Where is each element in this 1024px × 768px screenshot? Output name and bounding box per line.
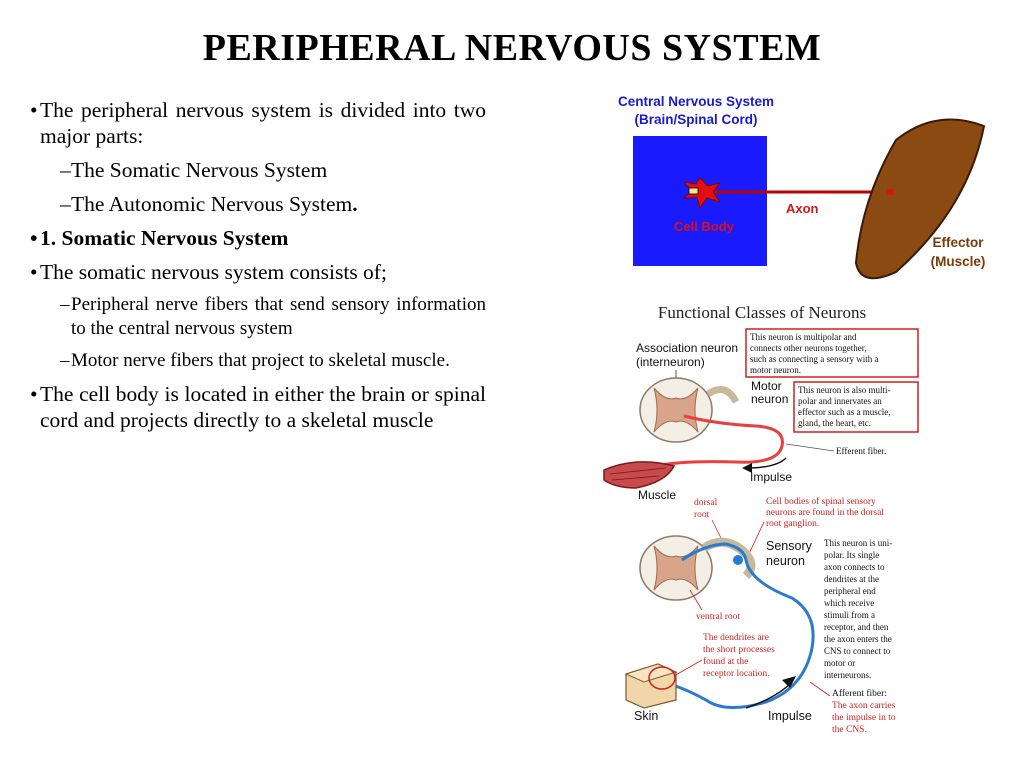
motor-label-line2: neuron (751, 392, 788, 406)
cns-effector-diagram: Central Nervous System (Brain/Spinal Cor… (618, 94, 986, 280)
efferent-label: Efferent fiber. (836, 446, 886, 456)
cell-bodies-l2: neurons are found in the dorsal (766, 507, 884, 518)
bullet-somatic-heading: 1. Somatic Nervous System (30, 225, 486, 251)
impulse-bottom-label: Impulse (768, 709, 812, 723)
box-motor-l1: This neuron is also multi- (798, 385, 891, 395)
cns-label-line1: Central Nervous System (618, 94, 774, 109)
dendrites-pointer (673, 659, 703, 677)
ventral-label: ventral root (696, 612, 740, 622)
impulse-top-label: Impulse (750, 470, 792, 484)
afferent-desc-l1: The axon carries (832, 701, 896, 711)
dorsal-label-line2: root (694, 510, 710, 520)
box-interneuron-l4: motor neuron. (750, 365, 801, 375)
bullet-pns-parts: The peripheral nervous system is divided… (30, 97, 486, 149)
unipolar-l3: axon connects to (824, 562, 885, 572)
cns-label-line2: (Brain/Spinal Cord) (634, 112, 757, 127)
dorsal-label-line1: dorsal (694, 498, 718, 508)
cell-body-star (682, 177, 722, 210)
dendrites-l3: found at the (703, 656, 748, 667)
skin-label: Skin (634, 709, 658, 723)
afferent-desc-l2: the impulse in to (832, 713, 896, 723)
grey-matter-top (653, 387, 699, 433)
unipolar-l9: the axon enters the (824, 634, 892, 644)
unipolar-l2: polar. Its single (824, 550, 879, 560)
motor-label-line1: Motor (751, 379, 782, 393)
dendrites-l2: the short processes (703, 645, 775, 655)
unipolar-l1: This neuron is uni- (824, 538, 892, 548)
unipolar-l8: receptor, and then (824, 622, 889, 632)
efferent-fiber (645, 414, 784, 470)
sensory-cell-body (733, 555, 743, 565)
cell-bodies-l1: Cell bodies of spinal sensory (766, 496, 876, 507)
muscle-label: Muscle (638, 488, 676, 502)
ventral-pointer (689, 589, 703, 611)
unipolar-l4: dendrites at the (824, 574, 879, 584)
association-label-line1: Association neuron (636, 341, 738, 355)
box-motor-l4: gland, the heart, etc. (798, 418, 871, 428)
autonomic-text: The Autonomic Nervous System (71, 192, 353, 216)
unipolar-l7: stimuli from a (824, 610, 875, 620)
cell-bodies-l3: root ganglion. (766, 519, 819, 529)
muscle-stripe-2 (611, 475, 661, 481)
box-interneuron-l2: connects other neurons together, (750, 343, 867, 353)
autonomic-period: . (352, 192, 358, 216)
bullet-list: The peripheral nervous system is divided… (30, 97, 486, 441)
effector-label-line2: (Muscle) (931, 254, 986, 269)
effector-label-line1: Effector (932, 235, 984, 250)
nucleus (688, 187, 699, 195)
bullet-cell-body: The cell body is located in either the b… (30, 381, 486, 433)
box-motor-l3: effector such as a muscle, (798, 407, 891, 417)
impulse-arrowhead-top (742, 463, 752, 473)
sub-bullet-sensory-fibers: Peripheral nerve fibers that send sensor… (60, 293, 486, 341)
sub-bullet-somatic: The Somatic Nervous System (60, 157, 486, 183)
unipolar-l5: peripheral end (824, 586, 876, 596)
sub-bullet-autonomic: The Autonomic Nervous System. (60, 191, 486, 217)
association-label-line2: (interneuron) (636, 355, 705, 369)
unipolar-l10: CNS to connect to (824, 646, 891, 656)
slide-title: PERIPHERAL NERVOUS SYSTEM (202, 27, 822, 69)
box-motor-l2: polar and innervates an (798, 396, 882, 406)
box-motor (793, 381, 919, 433)
box-interneuron-l3: such as connecting a sensory with a (750, 354, 878, 364)
afferent-label: Afferent fiber: (832, 688, 887, 699)
neuron-classes-diagram: Functional Classes of Neurons Associatio… (603, 303, 919, 735)
box-interneuron (745, 328, 919, 378)
sub-bullet-motor-fibers: Motor nerve fibers that project to skele… (60, 349, 486, 373)
muscle-shape (603, 461, 676, 489)
effector-muscle (854, 118, 986, 280)
neuron-classes-title: Functional Classes of Neurons (658, 303, 866, 322)
dendrites-l4: receptor location. (703, 669, 769, 679)
receptor-circle (648, 666, 676, 690)
afferent-desc-l3: the CNS. (832, 725, 867, 735)
dorsal-ganglion-top (706, 386, 740, 404)
efferent-pointer (785, 443, 835, 452)
box-interneuron-l1: This neuron is multipolar and (750, 332, 857, 342)
axon-terminal (886, 188, 894, 196)
afferent-fiber (669, 542, 815, 710)
unipolar-l11: motor or (824, 658, 855, 668)
axon-label: Axon (786, 201, 819, 216)
afferent-pointer (809, 681, 831, 697)
dendrites-l1: The dendrites are (703, 633, 769, 643)
bullet-somatic-consists: The somatic nervous system consists of; (30, 259, 486, 285)
sensory-label-line2: neuron (766, 554, 805, 568)
sensory-label-line1: Sensory (766, 539, 813, 553)
muscle-stripe-1 (609, 467, 667, 475)
cell-body-label: Cell Body (674, 219, 735, 234)
unipolar-l12: interneurons. (824, 670, 871, 680)
unipolar-l6: which receive (824, 598, 874, 608)
impulse-arrowhead-bottom (782, 676, 796, 688)
